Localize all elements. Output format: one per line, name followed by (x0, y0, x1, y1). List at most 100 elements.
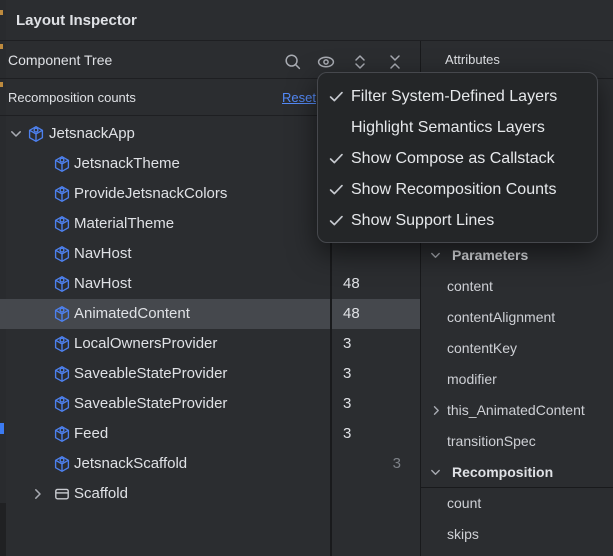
attribute-row-this_AnimatedContent[interactable]: this_AnimatedContent (421, 395, 613, 426)
recomposition-counts-label: Recomposition counts (8, 90, 136, 105)
chevron-down-icon[interactable] (428, 465, 443, 480)
compose-node-icon (53, 425, 71, 443)
attribute-row-content[interactable]: content (421, 271, 613, 302)
menu-item-label: Show Support Lines (351, 212, 495, 229)
section-header-Recomposition[interactable]: Recomposition (421, 457, 613, 488)
check-icon (327, 211, 346, 230)
check-icon (327, 180, 346, 199)
menu-item-label: Filter System-Defined Layers (351, 88, 558, 105)
attribute-label: modifier (447, 371, 497, 387)
menu-item-show-recomposition-counts[interactable]: Show Recomposition Counts (318, 174, 597, 205)
gutter-fragment (0, 503, 6, 556)
recomposition-count: 3 (343, 395, 352, 412)
gutter-fragment (0, 44, 3, 49)
recomposition-count: 48 (343, 305, 360, 322)
attribute-row-modifier[interactable]: modifier (421, 364, 613, 395)
chevron-down-icon[interactable] (7, 125, 25, 143)
attribute-row-contentAlignment[interactable]: contentAlignment (421, 302, 613, 333)
tree-row-NavHost[interactable]: NavHost 48 (0, 269, 420, 299)
scaffold-icon (53, 485, 71, 503)
tree-node-label: NavHost (74, 275, 132, 292)
recomposition-count: 48 (343, 275, 360, 292)
tree-node-label: NavHost (74, 245, 132, 262)
tree-row-JetsnackScaffold[interactable]: JetsnackScaffold 3 (0, 449, 420, 479)
tree-node-label: Scaffold (74, 485, 128, 502)
gutter-fragment (0, 423, 4, 434)
recomposition-count: 3 (343, 365, 352, 382)
tree-row-AnimatedContent[interactable]: AnimatedContent 48 (0, 299, 420, 329)
tree-row-SaveableStateProvider[interactable]: SaveableStateProvider 3 (0, 389, 420, 419)
tree-node-label: AnimatedContent (74, 305, 190, 322)
tree-row-ProvideJetsnackColors[interactable]: ProvideJetsnackColors (0, 179, 420, 209)
compose-node-icon (53, 155, 71, 173)
expand-all-icon[interactable] (350, 52, 370, 72)
window-edge-gutter (0, 0, 6, 556)
window-header: Layout Inspector (0, 0, 613, 41)
attribute-label: contentAlignment (447, 309, 556, 325)
component-tree-title: Component Tree (8, 52, 113, 68)
chevron-down-icon[interactable] (428, 248, 443, 263)
menu-item-show-support-lines[interactable]: Show Support Lines (318, 205, 597, 236)
panels-toolbar: Component Tree Attributes (0, 41, 613, 79)
compose-node-icon (53, 365, 71, 383)
gutter-fragment (0, 82, 3, 87)
eye-icon[interactable] (316, 52, 336, 72)
tree-row-JetsnackTheme[interactable]: JetsnackTheme (0, 149, 420, 179)
menu-item-show-compose-as-callstack[interactable]: Show Compose as Callstack (318, 143, 597, 174)
tree-node-label: JetsnackScaffold (74, 455, 188, 472)
attribute-row-skips[interactable]: skips (421, 519, 613, 550)
compose-node-icon (53, 185, 71, 203)
menu-item-label: Show Recomposition Counts (351, 181, 557, 198)
section-header-Parameters[interactable]: Parameters (421, 240, 613, 271)
compose-node-icon (53, 455, 71, 473)
attribute-row-contentKey[interactable]: contentKey (421, 333, 613, 364)
collapse-all-icon[interactable] (385, 52, 405, 72)
menu-item-label: Show Compose as Callstack (351, 150, 555, 167)
compose-node-icon (53, 305, 71, 323)
attribute-label: count (447, 495, 482, 511)
window-title: Layout Inspector (16, 12, 137, 29)
check-icon (327, 87, 346, 106)
menu-item-filter-system-defined-layers[interactable]: Filter System-Defined Layers (318, 81, 597, 112)
section-label: Parameters (452, 247, 529, 263)
recomposition-count: 3 (343, 425, 352, 442)
attribute-label: this_AnimatedContent (447, 402, 585, 418)
tree-node-label: MaterialTheme (74, 215, 175, 232)
tree-node-label: ProvideJetsnackColors (74, 185, 228, 202)
compose-node-icon (53, 395, 71, 413)
attributes-title: Attributes (445, 52, 500, 67)
compose-node-icon (53, 335, 71, 353)
tree-row-MaterialTheme[interactable]: MaterialTheme (0, 209, 420, 239)
compose-node-icon (27, 125, 45, 143)
tree-row-NavHost[interactable]: NavHost (0, 239, 420, 269)
attribute-row-transitionSpec[interactable]: transitionSpec (421, 426, 613, 457)
chevron-right-icon[interactable] (429, 403, 444, 418)
menu-item-highlight-semantics-layers[interactable]: Highlight Semantics Layers (318, 112, 597, 143)
recomposition-skips: 3 (392, 455, 401, 472)
panel-splitter[interactable] (420, 41, 421, 556)
reset-counts-link[interactable]: Reset (282, 90, 316, 105)
search-icon[interactable] (283, 52, 303, 72)
tree-row-Scaffold[interactable]: Scaffold (0, 479, 420, 509)
tree-node-label: JetsnackApp (49, 125, 135, 142)
check-icon (327, 149, 346, 168)
tree-node-label: LocalOwnersProvider (74, 335, 218, 352)
tree-node-label: SaveableStateProvider (74, 365, 228, 382)
tree-node-label: SaveableStateProvider (74, 395, 228, 412)
tree-row-SaveableStateProvider[interactable]: SaveableStateProvider 3 (0, 359, 420, 389)
chevron-right-icon[interactable] (29, 485, 47, 503)
recomposition-counts-banner: Recomposition counts Reset (0, 79, 420, 116)
section-label: Recomposition (452, 464, 554, 480)
attribute-label: contentKey (447, 340, 518, 356)
menu-item-label: Highlight Semantics Layers (351, 119, 545, 136)
tree-row-JetsnackApp[interactable]: JetsnackApp (0, 119, 420, 149)
tree-node-label: JetsnackTheme (74, 155, 180, 172)
compose-node-icon (53, 245, 71, 263)
attribute-label: content (447, 278, 493, 294)
attribute-label: transitionSpec (447, 433, 536, 449)
attribute-row-count[interactable]: count (421, 488, 613, 519)
